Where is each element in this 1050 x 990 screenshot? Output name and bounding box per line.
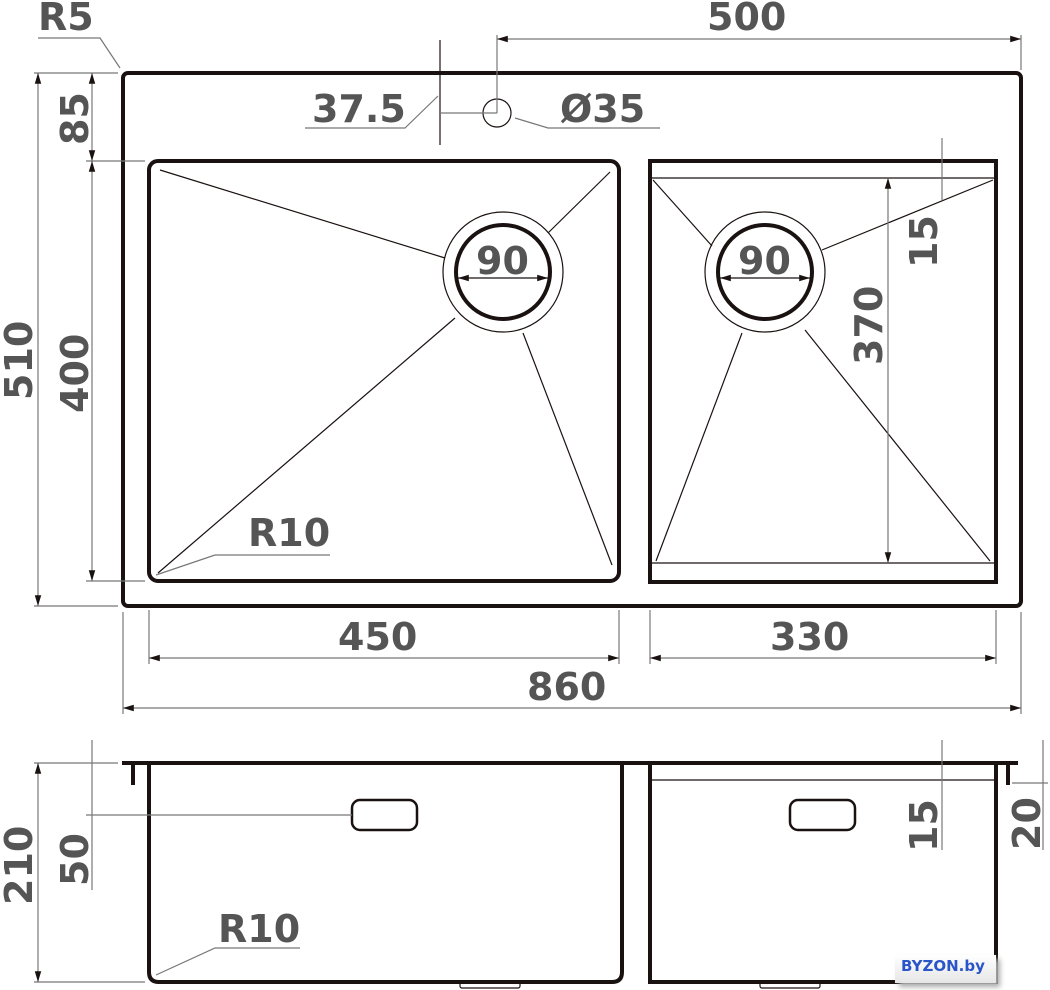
watermark-logo: BYZON.by: [895, 955, 996, 983]
overflow-right: [788, 798, 857, 832]
label-85: 85: [53, 92, 97, 145]
label-right-drain-90: 90: [738, 239, 791, 283]
label-500: 500: [707, 0, 786, 39]
left-bowl: [147, 159, 621, 583]
label-50: 50: [53, 833, 97, 886]
label-330: 330: [770, 615, 849, 659]
label-860: 860: [527, 665, 606, 709]
label-210: 210: [0, 826, 41, 905]
label-left-drain-90: 90: [476, 239, 529, 283]
side-left-bowl: [147, 765, 624, 984]
sink-outline: [121, 71, 1023, 608]
top-view: R5 500 37.5 Ø35 85 510 400 90 90 15 370 …: [0, 0, 1023, 714]
label-15-side: 15: [902, 799, 946, 852]
label-510: 510: [0, 321, 41, 400]
label-20: 20: [1005, 797, 1049, 850]
label-r10-top: R10: [248, 511, 330, 555]
side-view: 210 50 R10 15 20: [0, 740, 1049, 989]
label-450: 450: [338, 615, 417, 659]
overflow-left: [350, 798, 419, 832]
label-r10-side: R10: [218, 907, 300, 951]
label-diameter-35: Ø35: [560, 87, 645, 131]
label-400: 400: [53, 334, 97, 413]
side-right-bowl: [648, 765, 998, 984]
label-370: 370: [847, 286, 891, 365]
right-bowl: [648, 159, 998, 584]
label-37-5: 37.5: [312, 87, 406, 131]
label-r5: R5: [38, 0, 94, 39]
label-15-top: 15: [902, 215, 946, 268]
